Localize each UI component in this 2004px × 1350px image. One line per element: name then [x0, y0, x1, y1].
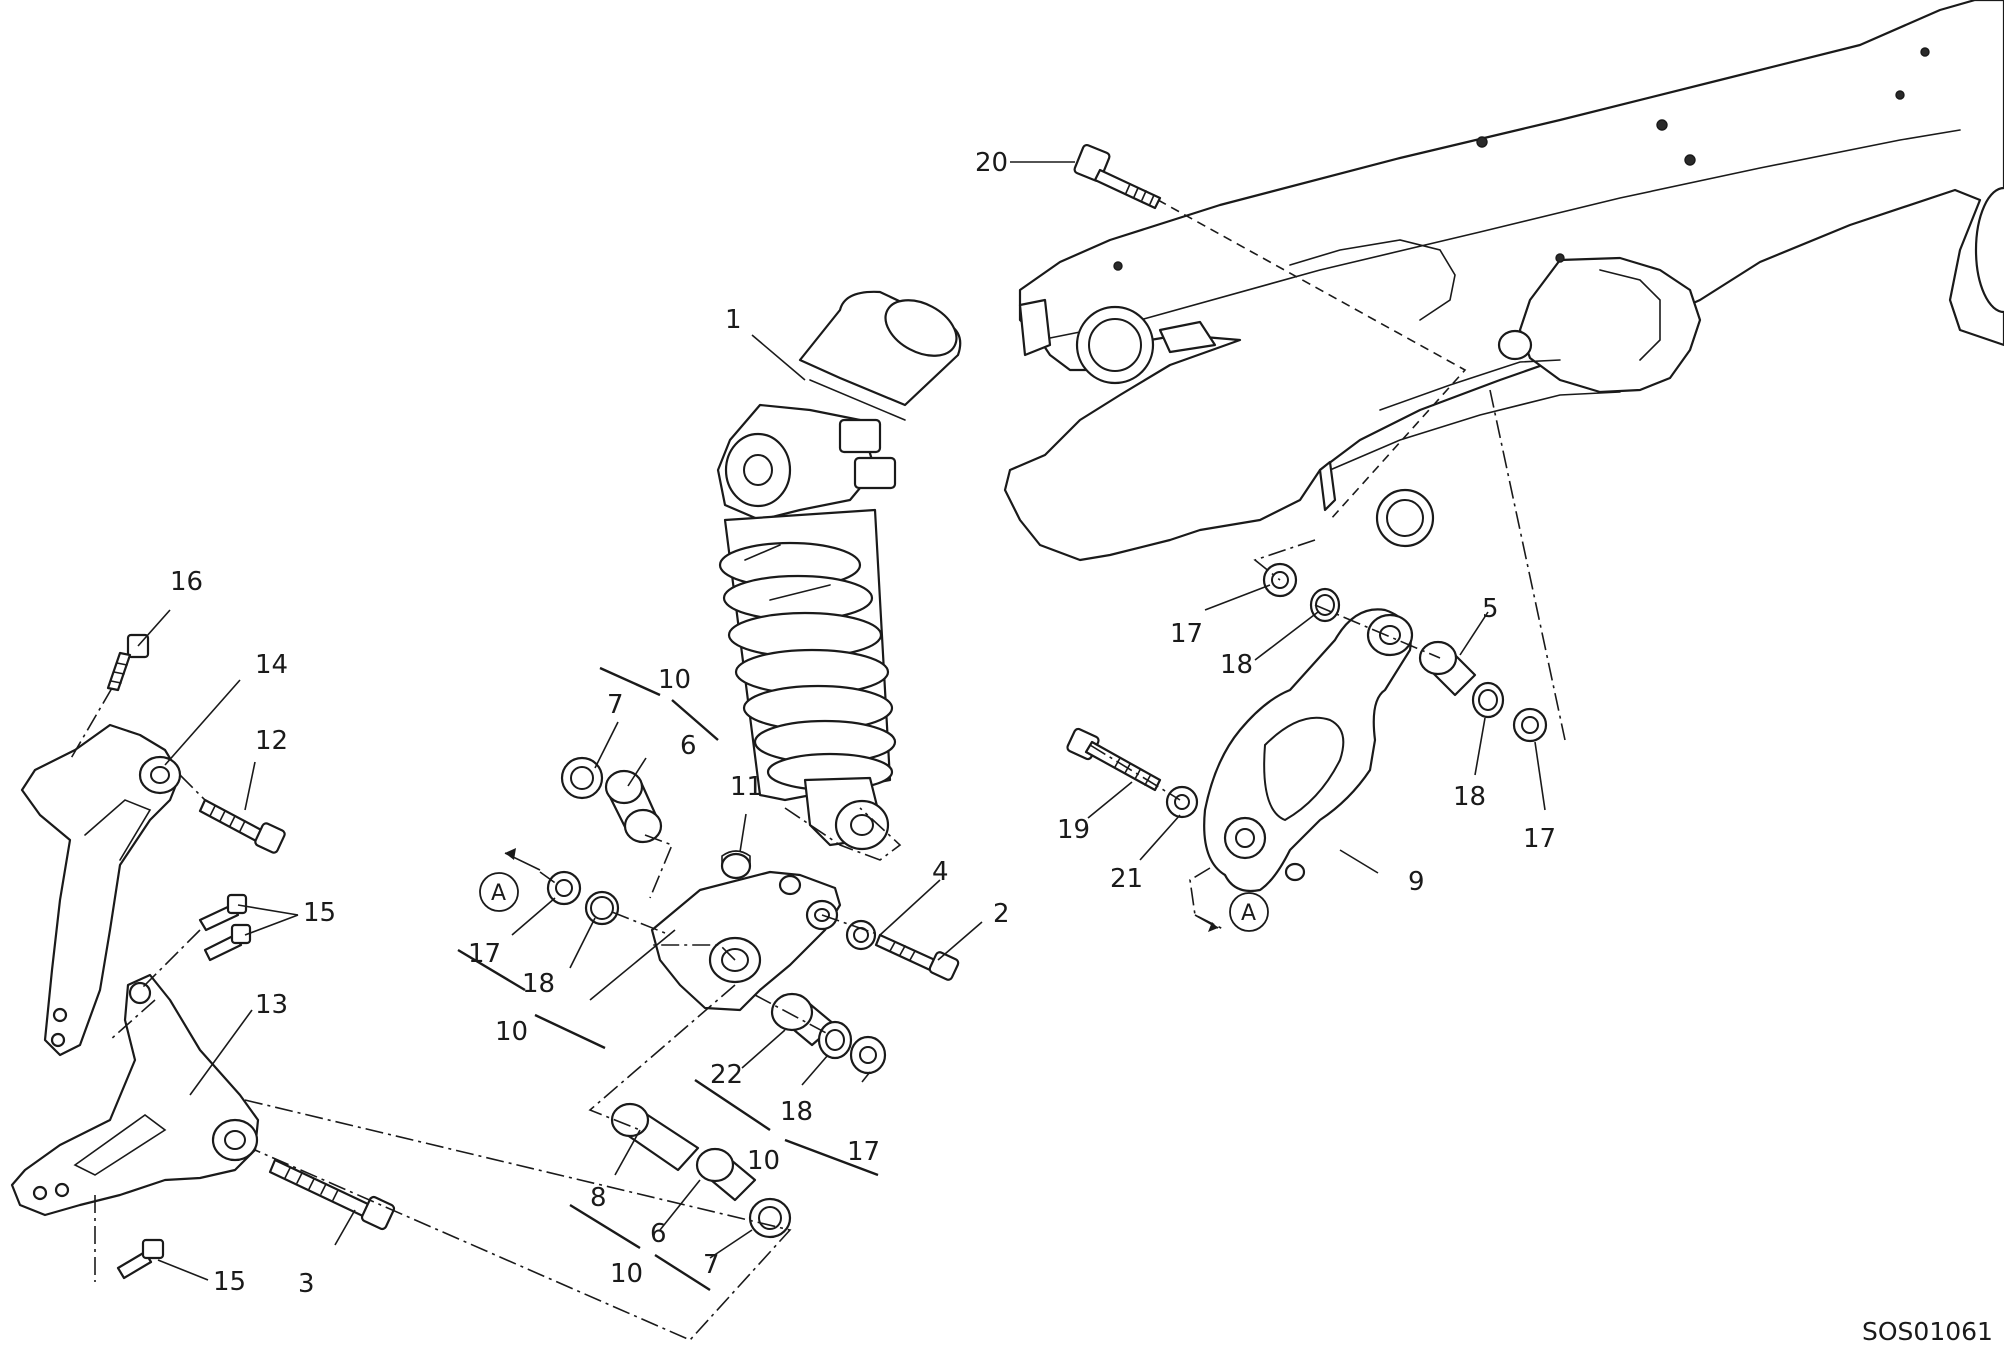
footpeg-bracket-upper [20, 723, 182, 1057]
washer-7-upper [560, 756, 604, 800]
group-brackets [457, 666, 879, 1292]
washer-4 [845, 919, 877, 951]
bolt-15-pair [198, 893, 252, 962]
leader-lines [137, 161, 1546, 1281]
bushing-5 [1418, 640, 1477, 697]
rocker-link [650, 870, 842, 1012]
swingarm [1003, 0, 2004, 562]
reference-mark-a-right: A [1229, 892, 1269, 932]
callout-16: 16 [170, 567, 203, 597]
callout-10-top: 10 [658, 665, 691, 695]
reference-mark-a-left: A [479, 872, 519, 912]
callout-6-upper: 6 [680, 731, 697, 761]
callout-19: 19 [1057, 815, 1090, 845]
bolt-15-lower [116, 1238, 165, 1280]
callout-18-left: 18 [522, 969, 555, 999]
washer-18-mid [817, 1020, 853, 1060]
callout-13: 13 [255, 990, 288, 1020]
bolt-19 [1066, 727, 1162, 792]
spacer-8 [610, 1102, 700, 1172]
shock-absorber [716, 290, 962, 851]
drawing-code: SOS01061 [1862, 1317, 1993, 1346]
callout-9: 9 [1408, 867, 1425, 897]
washer-7-lower [748, 1197, 792, 1239]
callout-12: 12 [255, 726, 288, 756]
callout-6-lower: 6 [650, 1219, 667, 1249]
callout-11: 11 [730, 772, 763, 802]
callout-1: 1 [725, 305, 742, 335]
bolt-3 [268, 1158, 396, 1231]
callout-5: 5 [1482, 594, 1499, 624]
callout-17-right-top: 17 [1170, 619, 1203, 649]
callout-22: 22 [710, 1060, 743, 1090]
callout-7-upper: 7 [607, 690, 624, 720]
callout-18-right: 18 [1453, 782, 1486, 812]
callout-2: 2 [993, 899, 1010, 929]
callout-20: 20 [975, 148, 1008, 178]
footpeg-bracket-lower [10, 973, 260, 1217]
callout-14: 14 [255, 650, 288, 680]
callout-8: 8 [590, 1183, 607, 1213]
callout-17-mid: 17 [847, 1137, 880, 1167]
reference-letter-right: A [1241, 901, 1256, 926]
callout-10-left: 10 [495, 1017, 528, 1047]
callout-3: 3 [298, 1269, 315, 1299]
bolt-12 [198, 798, 286, 854]
callout-18-mid: 18 [780, 1097, 813, 1127]
callout-10-bottom: 10 [610, 1259, 643, 1289]
callout-17-right: 17 [1523, 824, 1556, 854]
washer-17-mid [849, 1035, 887, 1075]
callout-21: 21 [1110, 864, 1143, 894]
callout-10-lower: 10 [747, 1146, 780, 1176]
connecting-rod [1203, 608, 1414, 893]
washer-17-left [546, 870, 582, 906]
callout-4: 4 [932, 857, 949, 887]
washer-18-right [1471, 681, 1505, 719]
nut-11 [720, 850, 752, 880]
washer-21 [1165, 785, 1199, 819]
bushing-6-lower [695, 1147, 757, 1202]
callout-labels: 1 2 3 4 5 6 7 8 9 10 10 10 10 6 7 11 12 … [170, 148, 1556, 1299]
assembly-lines [69, 199, 1566, 1341]
washer-18-left [584, 890, 620, 926]
callout-18-right-top: 18 [1220, 650, 1253, 680]
reference-letter-left: A [491, 881, 506, 906]
bolt-20 [1073, 143, 1162, 210]
washer-17-right [1512, 707, 1548, 743]
callout-15-lower: 15 [213, 1267, 246, 1297]
callout-15-upper: 15 [303, 898, 336, 928]
callout-17-left: 17 [468, 939, 501, 969]
bushing-6-upper [604, 769, 663, 844]
callout-7-lower: 7 [703, 1250, 720, 1280]
bolt-2 [874, 933, 960, 981]
bolt-16 [106, 633, 150, 692]
